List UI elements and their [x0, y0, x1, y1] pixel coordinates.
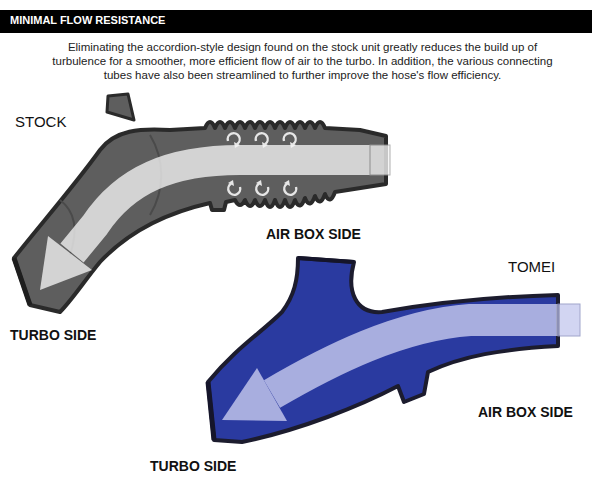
end-label: TURBO SIDE	[10, 327, 96, 343]
end-label: AIR BOX SIDE	[266, 226, 361, 242]
variant-label: STOCK	[15, 113, 66, 130]
variant-label: TOMEI	[508, 258, 555, 275]
tomei-hose	[208, 258, 580, 442]
description: Eliminating the accordion-style design f…	[40, 40, 565, 82]
header-bar	[0, 10, 592, 33]
header-title: MINIMAL FLOW RESISTANCE	[10, 14, 165, 26]
end-label: TURBO SIDE	[150, 458, 236, 474]
end-label: AIR BOX SIDE	[478, 404, 573, 420]
